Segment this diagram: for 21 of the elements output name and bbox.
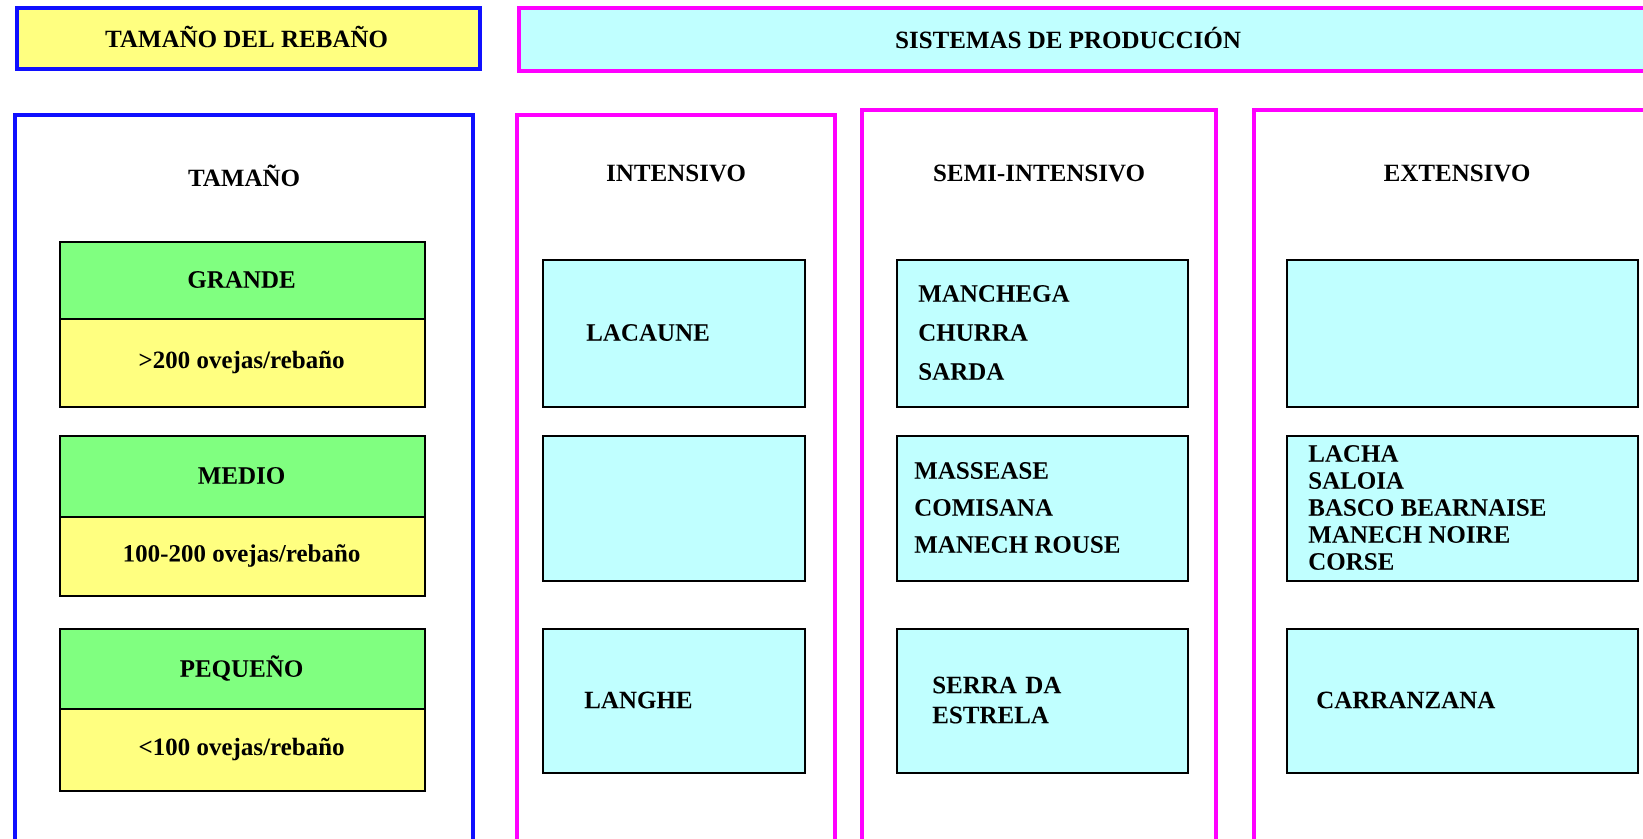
category-box: GRANDE <box>59 241 426 320</box>
category-box: PEQUEÑO <box>59 628 426 710</box>
breed-box: CARRANZANA <box>1286 628 1639 774</box>
range-box: 100-200 ovejas/rebaño <box>59 516 426 597</box>
breed-box: MASSEASE COMISANA MANECH ROUSE <box>896 435 1189 582</box>
empty-box <box>542 435 806 582</box>
header-box: SISTEMAS DE PRODUCCIÓN <box>517 6 1643 73</box>
breed-box: LACHA SALOIA BASCO BEARNAISE MANECH NOIRE CORSE <box>1286 435 1639 582</box>
category-box: MEDIO <box>59 435 426 518</box>
breed-box: LACAUNE <box>542 259 806 408</box>
breed-box: MANCHEGA CHURRA SARDA <box>896 259 1189 408</box>
column-heading: SEMI-INTENSIVO <box>934 164 1144 182</box>
header-box: TAMAÑO DEL REBAÑO <box>15 6 482 71</box>
empty-box <box>1286 259 1639 408</box>
range-box: <100 ovejas/rebaño <box>59 708 426 792</box>
column-heading: INTENSIVO <box>606 164 745 182</box>
breed-box: SERRA DA ESTRELA <box>896 628 1189 774</box>
range-box: >200 ovejas/rebaño <box>59 318 426 408</box>
column-heading: TAMAÑO <box>188 164 299 187</box>
breed-box: LANGHE <box>542 628 806 774</box>
column-heading: EXTENSIVO <box>1384 164 1530 182</box>
